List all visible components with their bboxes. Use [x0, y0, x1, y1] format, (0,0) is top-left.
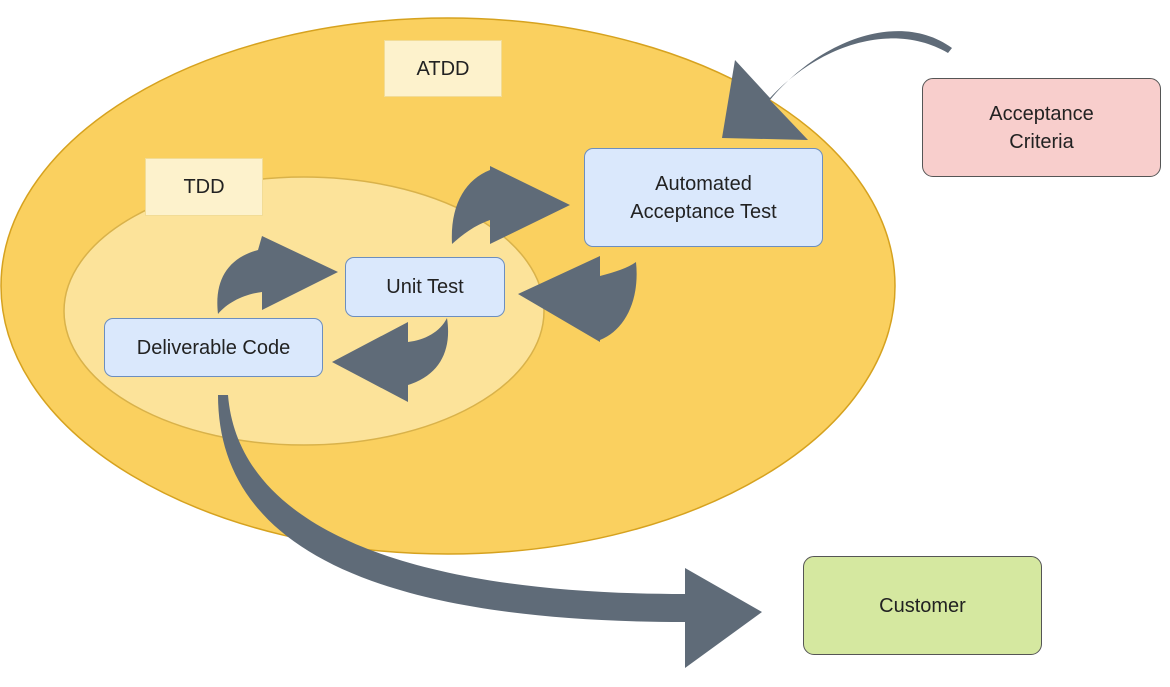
automated-acceptance-test-node: Automated Acceptance Test	[584, 148, 823, 247]
acceptance-to-unit-arrow	[518, 256, 637, 342]
deliverable-code-node: Deliverable Code	[104, 318, 323, 377]
acceptance-criteria-node: Acceptance Criteria	[922, 78, 1161, 177]
atdd-label: ATDD	[384, 40, 502, 97]
unit-to-acceptance-arrow	[451, 166, 570, 244]
code-to-unit-arrow	[217, 236, 338, 314]
tdd-label: TDD	[145, 158, 263, 216]
code-to-customer-arrow	[218, 395, 762, 668]
criteria-to-acceptance-arrow	[722, 31, 952, 141]
unit-to-code-arrow	[332, 318, 449, 402]
customer-node: Customer	[803, 556, 1042, 655]
unit-test-node: Unit Test	[345, 257, 505, 317]
tdd-ellipse	[63, 176, 545, 446]
